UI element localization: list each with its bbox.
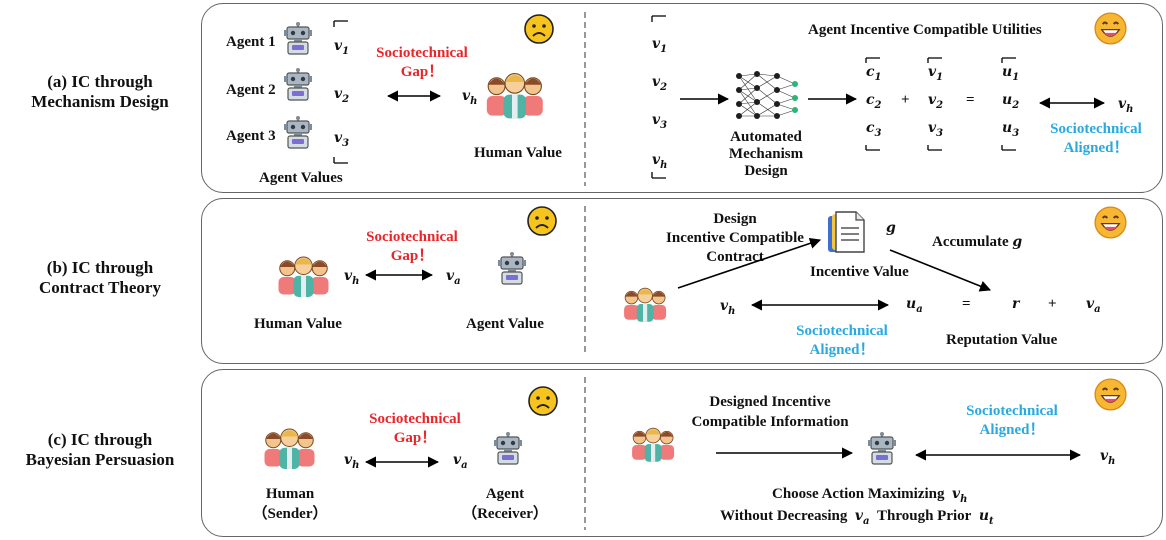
document-stack-icon xyxy=(828,211,865,253)
v2-symbol: v2 xyxy=(928,92,944,111)
v3-symbol: v3 xyxy=(928,120,944,139)
human-value-label-b: Human Value xyxy=(254,316,342,332)
vh-symbol-b2: vh xyxy=(720,298,736,317)
va-symbol-c: va xyxy=(453,452,468,471)
panel-mechanism-design xyxy=(201,3,1163,193)
utilities-title: Agent Incentive Compatible Utilities xyxy=(808,22,1042,38)
equals-symbol: = xyxy=(966,92,975,108)
agent3-label: Agent 3 xyxy=(226,128,276,144)
u2-symbol: u2 xyxy=(1002,92,1020,111)
c3-symbol: c3 xyxy=(866,120,882,139)
human-value-label-a: Human Value xyxy=(474,145,562,161)
r-symbol: r xyxy=(1012,296,1020,312)
u1-symbol: u1 xyxy=(1002,64,1020,83)
va-symbol-b: va xyxy=(446,268,461,287)
v3-symbol: v3 xyxy=(334,130,350,149)
without-decreasing-label: Without Decreasing va Through Prior ut xyxy=(720,508,994,527)
v3-symbol: v3 xyxy=(652,112,668,131)
v2-symbol: v2 xyxy=(652,74,668,93)
neural-network-icon xyxy=(736,71,798,119)
c1-symbol: c1 xyxy=(866,64,882,83)
g-symbol: g xyxy=(886,220,896,236)
agent-values-label: Agent Values xyxy=(259,170,343,186)
va-symbol-b2: va xyxy=(1086,296,1101,315)
agent-value-label: Agent Value xyxy=(466,316,544,332)
v1-symbol: v1 xyxy=(652,36,668,55)
vh-symbol-c: vh xyxy=(344,452,360,471)
agent1-label: Agent 1 xyxy=(226,34,276,50)
v1-symbol: v1 xyxy=(334,38,350,57)
v2-symbol: v2 xyxy=(334,86,350,105)
vh-symbol: vh xyxy=(1118,96,1134,115)
accumulate-label: Accumulate g xyxy=(932,234,1023,250)
panel-contract-theory xyxy=(201,198,1163,364)
vh-symbol-b: vh xyxy=(344,268,360,287)
incentive-value-label: Incentive Value xyxy=(810,264,909,280)
equals-symbol-b: = xyxy=(962,296,971,312)
agent-receiver-label: Agent（Receiver） xyxy=(462,486,548,522)
choose-action-label: Choose Action Maximizing vh xyxy=(772,486,968,505)
vh-symbol-c2: vh xyxy=(1100,448,1116,467)
plus-symbol-b: + xyxy=(1048,296,1057,312)
u3-symbol: u3 xyxy=(1002,120,1020,139)
c2-symbol: c2 xyxy=(866,92,882,111)
ua-symbol: ua xyxy=(906,296,923,315)
human-sender-label: Human（Sender） xyxy=(252,486,328,522)
vh-symbol: vh xyxy=(652,152,668,171)
reputation-value-label: Reputation Value xyxy=(946,332,1058,348)
agent2-label: Agent 2 xyxy=(226,82,276,98)
vh-symbol-a: vh xyxy=(462,88,478,107)
v1-symbol: v1 xyxy=(928,64,944,83)
plus-symbol: + xyxy=(901,92,910,108)
